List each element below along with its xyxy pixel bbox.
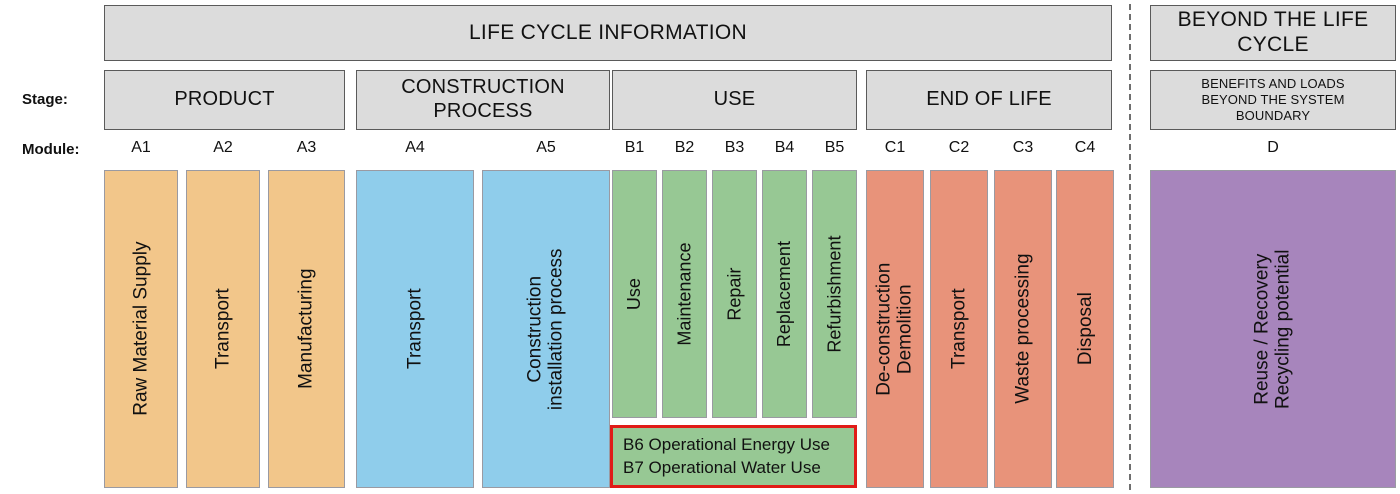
module-bar-b4: Replacement — [762, 170, 807, 418]
module-bar-a1-label: Raw Material Supply — [130, 241, 152, 417]
module-bar-c4-label: Disposal — [1074, 292, 1096, 366]
module-bar-a2-label: Transport — [212, 288, 234, 370]
module-bar-a4: Transport — [356, 170, 474, 488]
module-bar-a3: Manufacturing — [268, 170, 345, 488]
module-code-b2: B2 — [674, 139, 695, 156]
module-bar-a3-label: Manufacturing — [295, 268, 317, 390]
stage-box-product: PRODUCT — [104, 70, 345, 130]
module-code-a4: A4 — [405, 139, 425, 156]
module-bar-c4: Disposal — [1056, 170, 1114, 488]
module-code-b3: B3 — [724, 139, 745, 156]
module-bar-b1: Use — [612, 170, 657, 418]
module-bar-c2-label: Transport — [948, 288, 970, 370]
module-code-c1: C1 — [884, 139, 906, 156]
module-bar-b1-label: Use — [624, 277, 645, 311]
module-code-b4: B4 — [774, 139, 795, 156]
stage-box-end-of-life: END OF LIFE — [866, 70, 1112, 130]
system-boundary-divider — [1129, 4, 1131, 490]
module-bar-c3-label: Waste processing — [1012, 253, 1034, 405]
stage-row-label: Stage: — [22, 91, 68, 108]
module-row-label: Module: — [22, 141, 80, 158]
stage-box-use: USE — [612, 70, 857, 130]
module-code-c4: C4 — [1074, 139, 1096, 156]
module-bar-a1: Raw Material Supply — [104, 170, 178, 488]
module-code-b1: B1 — [624, 139, 645, 156]
module-bar-b2-label: Maintenance — [674, 242, 695, 346]
module-bar-a4-label: Transport — [404, 288, 426, 370]
module-code-a3: A3 — [296, 139, 317, 156]
module-code-c3: C3 — [1012, 139, 1034, 156]
module-bar-a2: Transport — [186, 170, 260, 488]
operational-energy-use-line: B6 Operational Energy Use — [623, 435, 830, 455]
module-bar-c2: Transport — [930, 170, 988, 488]
module-bar-b5-label: Refurbishment — [824, 235, 845, 353]
module-code-a1: A1 — [131, 139, 151, 156]
module-code-b5: B5 — [824, 139, 845, 156]
module-code-c2: C2 — [948, 139, 970, 156]
module-bar-c3: Waste processing — [994, 170, 1052, 488]
stage-box-construction-process: CONSTRUCTION PROCESS — [356, 70, 610, 130]
header-life-cycle-information: LIFE CYCLE INFORMATION — [104, 5, 1112, 61]
module-code-a5: A5 — [536, 139, 556, 156]
module-code-d: D — [1267, 139, 1279, 156]
header-beyond-the-life-cycle: BEYOND THE LIFE CYCLE — [1150, 5, 1396, 61]
module-bar-b2: Maintenance — [662, 170, 707, 418]
module-code-a2: A2 — [213, 139, 233, 156]
operational-use-box: B6 Operational Energy Use B7 Operational… — [610, 425, 857, 488]
operational-water-use-line: B7 Operational Water Use — [623, 457, 821, 477]
module-bar-b5: Refurbishment — [812, 170, 857, 418]
module-bar-b4-label: Replacement — [774, 240, 795, 348]
module-bar-b3-label: Repair — [724, 267, 745, 321]
module-bar-b3: Repair — [712, 170, 757, 418]
stage-box-benefits-and-loads: BENEFITS AND LOADS BEYOND THE SYSTEM BOU… — [1150, 70, 1396, 130]
